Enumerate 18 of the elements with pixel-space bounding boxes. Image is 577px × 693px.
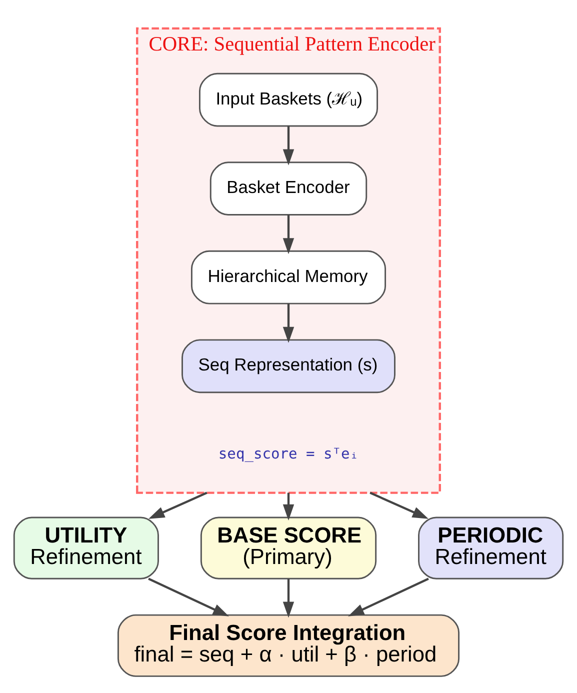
node-box: PERIODIC Refinement [418,516,564,580]
label: seq_score = sᵀeᵢ [218,446,359,463]
arrow [148,492,208,519]
node-box: BASE SCORE (Primary) [200,516,377,580]
arrow [282,214,294,254]
arrow [282,304,294,343]
node-box: Input Baskets (ℋᵤ) [198,72,378,127]
arrow [348,578,429,616]
node-box: Basket Encoder [210,162,368,216]
node-box: Hierarchical Memory [190,250,386,304]
arrow [282,578,294,618]
arrow [282,126,294,166]
arrow [370,492,429,519]
arrow [148,578,229,616]
arrow [282,492,294,520]
node-box: Seq Representation (s) [182,339,396,394]
node-box: UTILITY Refinement [13,516,159,580]
node-box: Final Score Integration final = seq + α · util + β · period [117,614,460,677]
